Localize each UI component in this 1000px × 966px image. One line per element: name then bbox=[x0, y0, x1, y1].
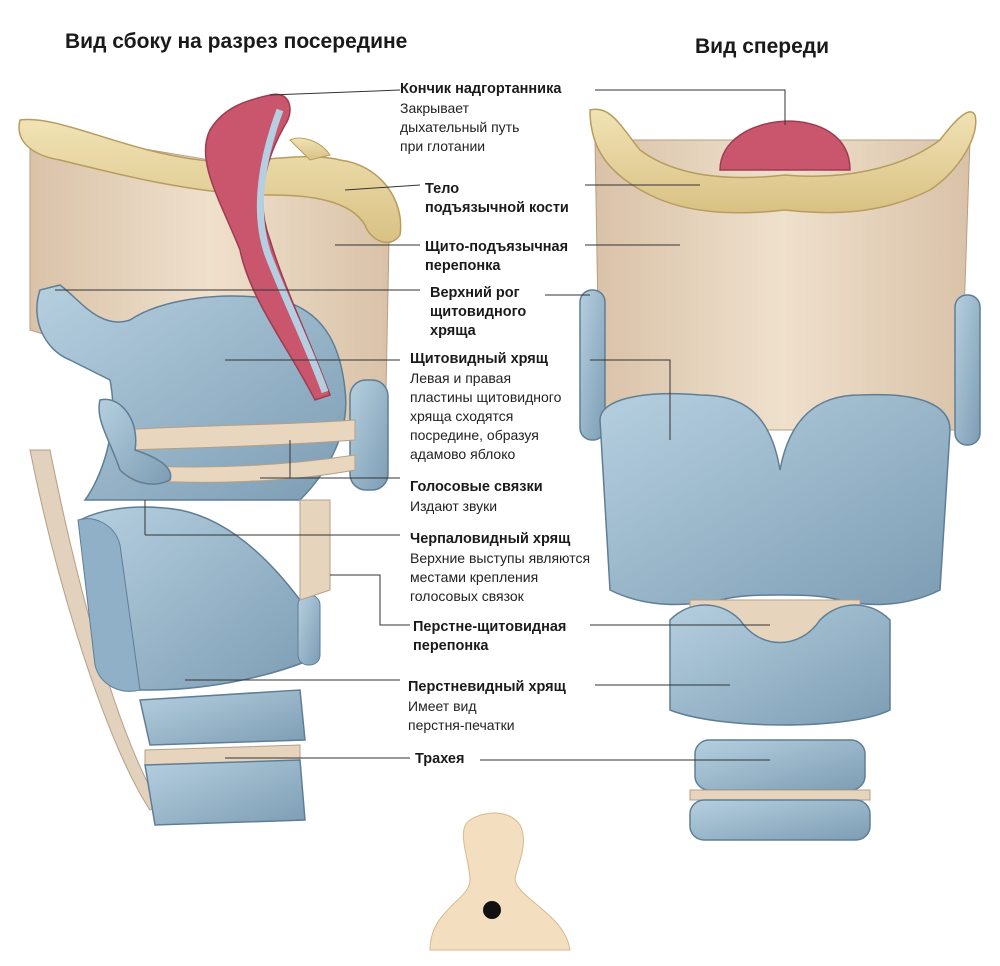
label-name: подъязычной кости bbox=[425, 200, 569, 216]
front-cricoid-cartilage bbox=[669, 604, 891, 726]
front-hyoid-bone bbox=[589, 108, 977, 214]
front-epiglottis bbox=[719, 120, 851, 171]
label-name: Трахея bbox=[415, 751, 465, 767]
label-name: Перстне-щитовидная bbox=[413, 619, 567, 635]
label-cricoid-cartilage: Перстневидный хрящ Имеет вид перстня-печ… bbox=[408, 678, 623, 735]
label-name: Щито-подъязычная bbox=[425, 239, 569, 255]
label-desc: при глотании bbox=[400, 138, 486, 154]
label-trachea: Трахея bbox=[415, 750, 630, 769]
larynx-location-dot bbox=[483, 901, 501, 919]
label-desc: Закрывает bbox=[400, 100, 470, 116]
label-superior-horn: Верхний рог щитовидного хряща bbox=[430, 284, 645, 341]
label-name: Кончик надгортанника bbox=[400, 81, 562, 97]
side-view-illustration bbox=[18, 93, 402, 826]
label-name: перепонка bbox=[425, 258, 501, 274]
front-view-illustration bbox=[579, 108, 981, 841]
label-thyrohyoid-membrane: Щито-подъязычная перепонка bbox=[425, 238, 640, 276]
label-desc: Левая и правая bbox=[410, 370, 512, 386]
label-desc: местами крепления bbox=[410, 569, 539, 585]
label-cricothyroid-membrane: Перстне-щитовидная перепонка bbox=[413, 618, 628, 656]
label-arytenoid-cartilage: Черпаловидный хрящ Верхние выступы являю… bbox=[410, 530, 625, 606]
label-desc: посредине, образуя bbox=[410, 427, 539, 443]
label-thyroid-cartilage: Щитовидный хрящ Левая и правая пластины … bbox=[410, 350, 625, 464]
side-arytenoid-cartilage bbox=[98, 398, 172, 485]
label-name: Тело bbox=[425, 181, 460, 197]
front-view-title: Вид спереди bbox=[695, 35, 830, 58]
label-desc: Издают звуки bbox=[410, 498, 498, 514]
label-desc: хряща сходятся bbox=[410, 408, 514, 424]
side-hyoid-bone bbox=[18, 118, 402, 244]
label-name: Черпаловидный хрящ bbox=[410, 531, 571, 547]
label-name: Верхний рог bbox=[430, 285, 520, 301]
label-name: Голосовые связки bbox=[410, 479, 543, 495]
label-desc: пластины щитовидного bbox=[410, 389, 562, 405]
label-hyoid-body: Тело подъязычной кости bbox=[425, 180, 640, 218]
side-vocal-cords bbox=[119, 419, 356, 451]
locator-figure bbox=[429, 812, 571, 951]
label-desc: перстня-печатки bbox=[408, 717, 515, 733]
front-thyroid-cartilage bbox=[599, 392, 951, 606]
label-desc: адамово яблоко bbox=[410, 446, 516, 462]
label-desc: дыхательный путь bbox=[400, 119, 520, 135]
label-desc: Имеет вид bbox=[408, 698, 477, 714]
label-name: Щитовидный хрящ bbox=[410, 351, 548, 367]
leader-lines bbox=[55, 89, 786, 761]
label-name: перепонка bbox=[413, 638, 489, 654]
label-vocal-cords: Голосовые связки Издают звуки bbox=[410, 478, 625, 516]
front-trachea bbox=[689, 739, 871, 841]
side-trachea bbox=[139, 689, 306, 826]
label-name: хряща bbox=[430, 323, 476, 339]
label-name: щитовидного bbox=[430, 304, 527, 320]
label-name: Перстневидный хрящ bbox=[408, 679, 566, 695]
label-desc: Верхние выступы являются bbox=[410, 550, 591, 566]
side-view-title: Вид сбоку на разрез посередине bbox=[65, 30, 408, 53]
label-desc: голосовых связок bbox=[410, 588, 524, 604]
label-epiglottis-tip: Кончик надгортанника Закрывает дыхательн… bbox=[400, 80, 615, 156]
